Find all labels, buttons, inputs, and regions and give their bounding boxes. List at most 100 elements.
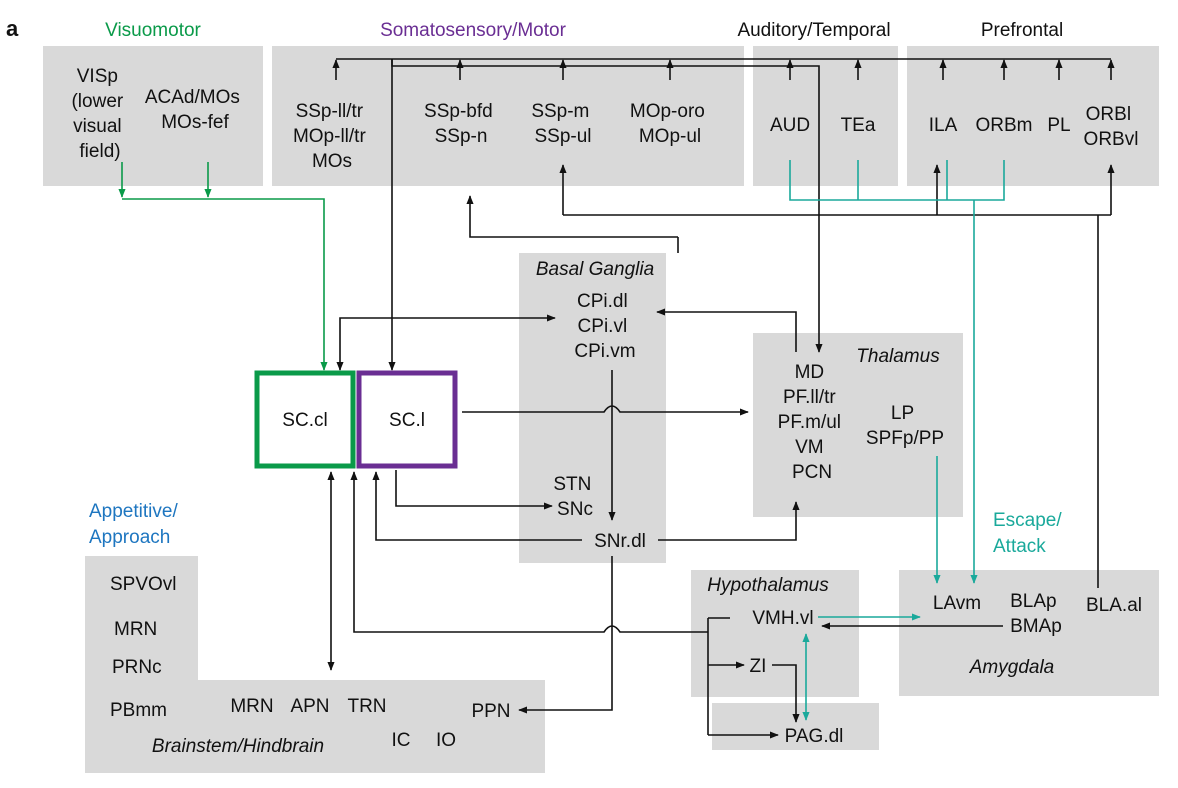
thalamus-title: Thalamus: [856, 346, 940, 367]
ssp-m-line-2: SSp-ul: [534, 126, 591, 147]
trn-label: TRN: [347, 696, 386, 717]
ssp-ll-line-3: MOs: [312, 151, 352, 172]
snr-to-scl: [372, 471, 582, 541]
orbm-label: ORBm: [976, 115, 1033, 136]
tea-label: TEa: [841, 115, 876, 136]
orbl-line-2: ORBvl: [1084, 129, 1139, 150]
md-to-cpi: [656, 308, 797, 352]
amygdala-title: Amygdala: [969, 657, 1055, 678]
scl-to-thalamus: [462, 405, 749, 416]
prnc-label: PRNc: [112, 657, 162, 678]
ssp-bfd-line-2: SSp-n: [435, 126, 488, 147]
stn-label: STN SNc: [553, 474, 596, 520]
thal-line-5: PCN: [792, 462, 832, 483]
scl-label: SC.l: [389, 410, 425, 431]
vmh-to-scl: [350, 471, 708, 633]
hypothalamus-panel: [691, 570, 859, 697]
basal-ganglia-title: Basal Ganglia: [536, 259, 654, 280]
blap-line-1: BLAp: [1010, 591, 1056, 612]
orbl-line-1: ORBl: [1086, 104, 1131, 125]
sccl-label: SC.cl: [282, 410, 327, 431]
visp-line-4: field): [79, 141, 120, 162]
zi-to-pag: [772, 664, 800, 723]
visuomotor-to-sccl: [122, 198, 328, 371]
mrn-left-label: MRN: [114, 619, 157, 640]
ssp-ll-line-1: SSp-ll/tr: [296, 101, 364, 122]
cpi-line-1: CPi.dl: [577, 291, 628, 312]
thalamus-panel: [753, 333, 963, 517]
aud-label: AUD: [770, 115, 810, 136]
lavm-label: LAvm: [933, 593, 981, 614]
prefrontal-panel: [907, 46, 1159, 186]
cpi-line-3: CPi.vm: [574, 341, 635, 362]
ssp-ll-line-2: MOp-ll/tr: [293, 126, 367, 147]
visp-label: VISp (lower visual field): [71, 66, 128, 162]
acad-line-2: MOs-fef: [161, 112, 229, 133]
mrn-right-label: MRN: [230, 696, 273, 717]
hypothalamus-title: Hypothalamus: [707, 575, 829, 596]
visuomotor-panel: [43, 46, 263, 186]
brainstem-title: Brainstem/Hindbrain: [152, 736, 324, 757]
pl-label: PL: [1047, 115, 1070, 136]
region-panels: [43, 46, 1159, 773]
mop-oro-label: MOp-oro MOp-ul: [630, 101, 710, 147]
appetitive-line-1: Appetitive/: [89, 501, 178, 522]
auditory-header: Auditory/Temporal: [737, 20, 890, 41]
visuomotor-header: Visuomotor: [105, 20, 201, 41]
escape-line-2: Attack: [993, 536, 1046, 557]
io-label: IO: [436, 730, 456, 751]
snr-to-ppn: [518, 556, 613, 714]
acad-line-1: ACAd/MOs: [145, 87, 240, 108]
cpi-label: CPi.dl CPi.vl CPi.vm: [574, 291, 635, 362]
sc-cl-box: [254, 370, 356, 469]
basal-ganglia-panel: [519, 253, 666, 563]
visp-line-2: (lower: [71, 91, 123, 112]
black-connections: [327, 58, 1115, 739]
snr-to-pcn: [658, 501, 800, 541]
ppn-label: PPN: [471, 701, 510, 722]
pbmm-label: PBmm: [110, 700, 167, 721]
lp-line-1: LP: [891, 403, 914, 424]
lp-line-2: SPFp/PP: [866, 428, 944, 449]
amygdala-panel: [899, 570, 1159, 696]
teal-aud-bus: [789, 160, 1005, 201]
thal-line-3: PF.m/ul: [778, 412, 841, 433]
lp-label: LP SPFp/PP: [866, 403, 944, 449]
ssp-ll-label: SSp-ll/tr MOp-ll/tr MOs: [293, 101, 371, 172]
vmh-label: VMH.vl: [752, 608, 813, 629]
escape-line-1: Escape/: [993, 510, 1062, 531]
ila-label: ILA: [929, 115, 958, 136]
somatosensory-header: Somatosensory/Motor: [380, 20, 567, 41]
cpi-to-ssp-bfd: [466, 195, 678, 238]
cortex-to-md: [391, 59, 823, 353]
spvovl-label: SPVOvl: [110, 574, 177, 595]
blap-label: BLAp BMAp: [1010, 591, 1062, 637]
visp-line-1: VISp: [77, 66, 118, 87]
escape-header: Escape/ Attack: [993, 510, 1067, 557]
panel-letter: a: [6, 16, 19, 41]
auditory-panel: [753, 46, 898, 186]
teal-connections: [789, 160, 1005, 721]
brainstem-panel: [85, 556, 545, 773]
orbl-label: ORBl ORBvl: [1084, 104, 1139, 150]
mop-oro-line-2: MOp-ul: [639, 126, 701, 147]
thal-line-2: PF.ll/tr: [783, 387, 836, 408]
prefrontal-header: Prefrontal: [981, 20, 1063, 41]
ssp-bfd-line-1: SSp-bfd: [424, 101, 493, 122]
scl-to-stn: [395, 470, 553, 510]
pag-label: PAG.dl: [785, 726, 844, 747]
green-connections: [118, 162, 328, 371]
stn-line-2: SNc: [557, 499, 593, 520]
thalamus-nuclei-label: MD PF.ll/tr PF.m/ul VM PCN: [778, 362, 847, 483]
acad-label: ACAd/MOs MOs-fef: [145, 87, 245, 133]
ic-label: IC: [392, 730, 411, 751]
blap-line-2: BMAp: [1010, 616, 1062, 637]
appetitive-line-2: Approach: [89, 527, 170, 548]
zi-label: ZI: [750, 656, 767, 677]
thal-line-4: VM: [795, 437, 824, 458]
mop-oro-line-1: MOp-oro: [630, 101, 705, 122]
apn-label: APN: [290, 696, 329, 717]
sc-l-box: [356, 370, 458, 469]
blaal-label: BLA.al: [1086, 595, 1142, 616]
